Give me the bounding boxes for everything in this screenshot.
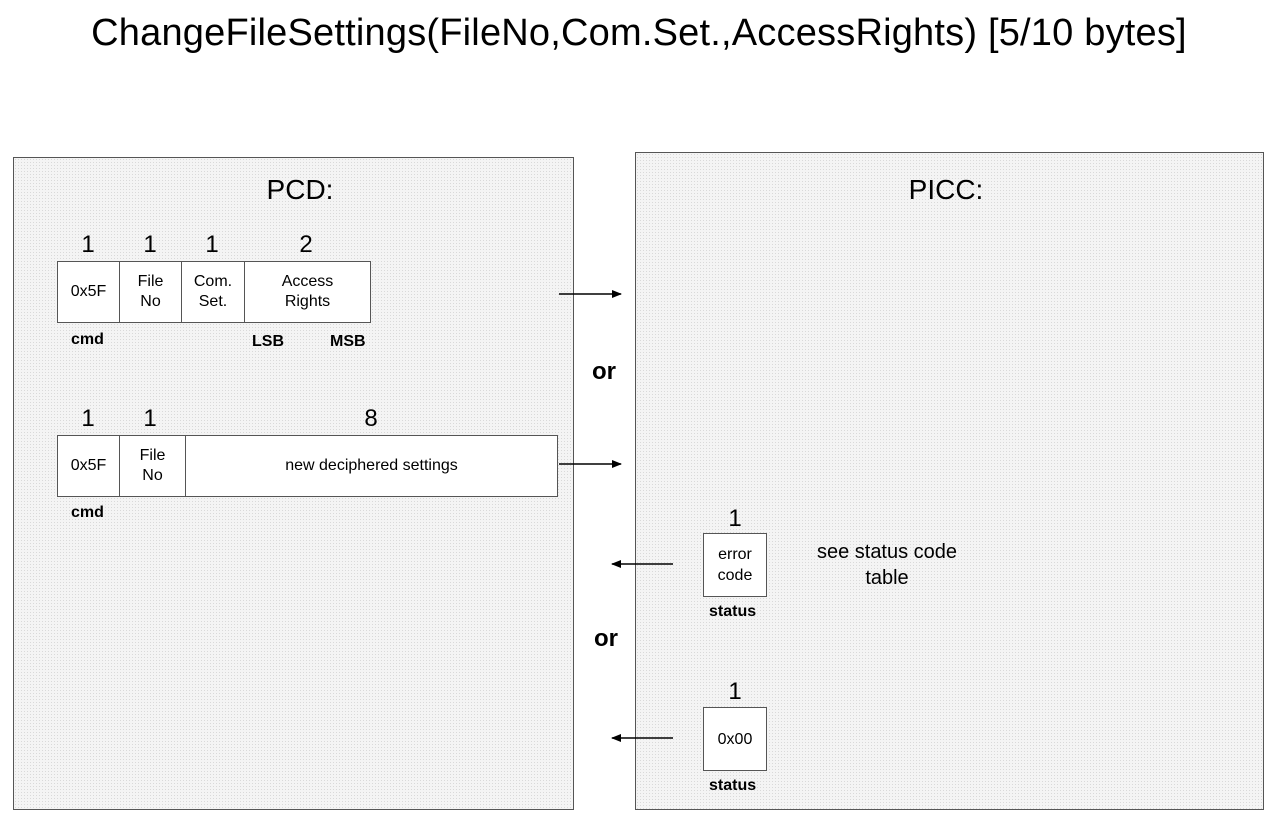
command-frame-short: 0x5F File No Com. Set. Access Rights [57,261,371,323]
frame1-size-comset: 1 [205,231,219,258]
status-code-note-text: see status code table [816,541,958,589]
picc-panel [635,152,1264,810]
response1-status-label: status [709,603,757,620]
frame1-size-cmd: 1 [81,231,95,258]
picc-panel-title: PICC: [908,174,984,205]
frame1-cmd-label: cmd [71,331,104,348]
response2-size: 1 [728,678,742,705]
pcd-panel-title: PCD: [266,174,334,205]
frame2-size-fileno: 1 [143,405,157,432]
frame1-size-accessrights: 2 [299,231,313,258]
frame1-size-fileno: 1 [143,231,157,258]
frame1-comset-text: Com. Set. [193,273,233,310]
frame1-accessrights-cell: Access Rights [245,262,370,322]
error-code-text: error code [717,546,753,584]
frame1-fileno-cell: File No [120,262,182,322]
ok-status-box: 0x00 [703,707,767,771]
command-frame-long: 0x5F File No new deciphered settings [57,435,558,497]
status-code-note: see status code table [787,539,987,591]
frame2-settings-cell: new deciphered settings [285,457,458,474]
picc-or-separator: or [594,625,618,652]
frame2-cmd-cell: 0x5F [58,436,120,496]
frame1-fileno-text: File No [137,273,164,310]
error-code-box: error code [703,533,767,597]
pcd-or-separator: or [592,358,616,385]
frame2-fileno-text: File No [139,447,166,484]
frame1-lsb-label: LSB [252,333,284,350]
diagram-title: ChangeFileSettings(FileNo,Com.Set.,Acces… [91,12,1187,54]
frame2-fileno-cell: File No [120,436,186,496]
response1-size: 1 [728,505,742,532]
frame2-size-cmd: 1 [81,405,95,432]
frame1-accessrights-text: Access Rights [281,273,334,310]
frame1-comset-cell: Com. Set. [182,262,245,322]
frame1-cmd-cell: 0x5F [58,262,120,322]
frame2-size-settings: 8 [364,405,378,432]
frame2-cmd-label: cmd [71,504,104,521]
response2-status-label: status [709,777,757,794]
frame1-msb-label: MSB [330,333,366,350]
